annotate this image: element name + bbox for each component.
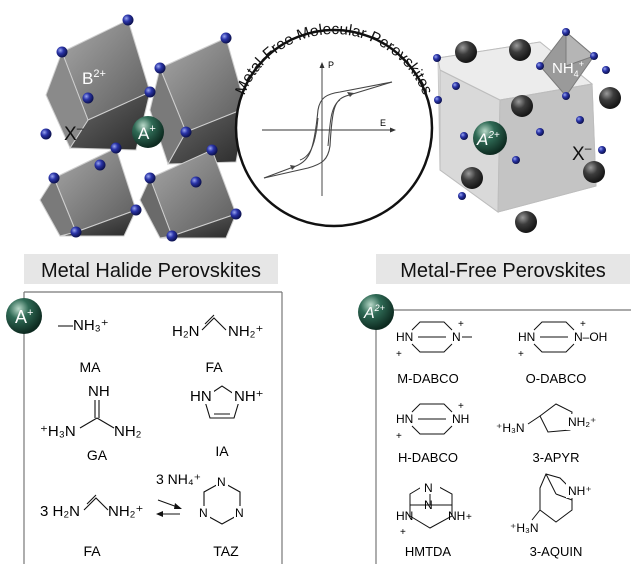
left-title-bg xyxy=(24,254,278,284)
svg-text:+: + xyxy=(458,401,464,412)
ma-formula: —NH₃⁺ xyxy=(58,317,109,334)
h-dabco-name: H-DABCO xyxy=(398,450,458,465)
left-badge xyxy=(6,298,42,334)
svg-text:HN: HN xyxy=(396,412,413,426)
x-right-label: X– xyxy=(572,141,592,165)
nh4-text: 3 NH₄⁺ xyxy=(156,471,201,487)
right-badge xyxy=(358,294,394,330)
ga-left: ⁺H₃N xyxy=(40,423,76,440)
svg-text:+: + xyxy=(396,431,402,442)
svg-text:+: + xyxy=(400,527,406,538)
svg-text:HN: HN xyxy=(396,509,413,523)
svg-text:NH: NH xyxy=(448,509,465,523)
svg-text:⁺H₃N: ⁺H₃N xyxy=(510,521,539,535)
svg-text:N: N xyxy=(199,506,208,520)
svg-text:NH: NH xyxy=(452,412,469,426)
fa2-name: FA xyxy=(83,543,101,559)
3-aquin-structure xyxy=(531,473,573,523)
cube-structure xyxy=(433,28,621,233)
left-panel-title: Metal Halide Perovskites xyxy=(41,260,261,282)
a-cation-ball xyxy=(132,116,164,148)
svg-text:N: N xyxy=(452,330,461,344)
3-apyr-structure xyxy=(527,403,573,433)
svg-text:+: + xyxy=(518,349,524,360)
octahedra-network xyxy=(39,14,252,242)
svg-text:N–OH: N–OH xyxy=(574,330,607,344)
svg-text:+: + xyxy=(466,512,472,523)
right-title-bg xyxy=(376,254,630,284)
fa1-left: H₂N xyxy=(172,323,200,340)
o-dabco-structure xyxy=(533,321,575,353)
a-left-label: A+ xyxy=(138,123,156,143)
a-2plus-cation-ball xyxy=(473,121,507,155)
svg-text:NH₂⁺: NH₂⁺ xyxy=(568,415,596,429)
svg-text:⁺H₃N: ⁺H₃N xyxy=(496,421,525,435)
nh4-label: NH4+ xyxy=(552,59,584,79)
right-panel-title: Metal-Free Perovskites xyxy=(400,260,606,282)
svg-text:HN: HN xyxy=(518,330,535,344)
p-axis-label: P xyxy=(328,60,334,70)
e-axis-label: E xyxy=(380,118,386,128)
h-dabco-structure xyxy=(411,403,453,435)
fa1-name: FA xyxy=(205,359,223,375)
svg-text:HN: HN xyxy=(396,330,413,344)
svg-text:+: + xyxy=(458,319,464,330)
taz-name: TAZ xyxy=(213,543,239,559)
svg-text:NH⁺: NH⁺ xyxy=(568,484,592,498)
3-aquin-name: 3-AQUIN xyxy=(530,544,583,559)
m-dabco-name: M-DABCO xyxy=(397,371,458,386)
ia-name: IA xyxy=(215,443,229,459)
ga-name: GA xyxy=(87,447,108,463)
svg-text:N: N xyxy=(217,475,226,489)
dark-spheres xyxy=(455,39,621,233)
hmtda-name: HMTDA xyxy=(405,544,452,559)
ia-hn: HN xyxy=(190,388,212,405)
ma-name: MA xyxy=(80,359,102,375)
svg-text:+: + xyxy=(396,349,402,360)
ga-right: NH₂ xyxy=(114,423,142,440)
svg-text:N: N xyxy=(424,481,433,495)
fa2-right: NH₂⁺ xyxy=(108,503,143,520)
ga-nh: NH xyxy=(88,383,110,400)
3-apyr-name: 3-APYR xyxy=(533,450,580,465)
a-right-label: A2+ xyxy=(476,130,500,149)
x-left-label: X– xyxy=(64,121,84,145)
b-site-label: B2+ xyxy=(82,68,106,88)
ia-nh: NH⁺ xyxy=(234,388,264,405)
svg-text:N: N xyxy=(424,498,433,512)
fa1-right: NH₂⁺ xyxy=(228,323,263,340)
m-dabco-structure xyxy=(411,321,472,353)
ferroelectric-circle: Metal-Free Molecular Perovskites P E xyxy=(232,21,436,228)
svg-text:+: + xyxy=(580,319,586,330)
o-dabco-name: O-DABCO xyxy=(526,371,587,386)
taz-nitrogens: N N N xyxy=(198,475,246,520)
svg-text:N: N xyxy=(235,506,244,520)
right-badge-label: A2+ xyxy=(363,303,385,322)
left-badge-label: A+ xyxy=(15,307,33,327)
x-anion-balls xyxy=(40,14,252,242)
fa2-left: 3 H₂N xyxy=(40,503,80,520)
